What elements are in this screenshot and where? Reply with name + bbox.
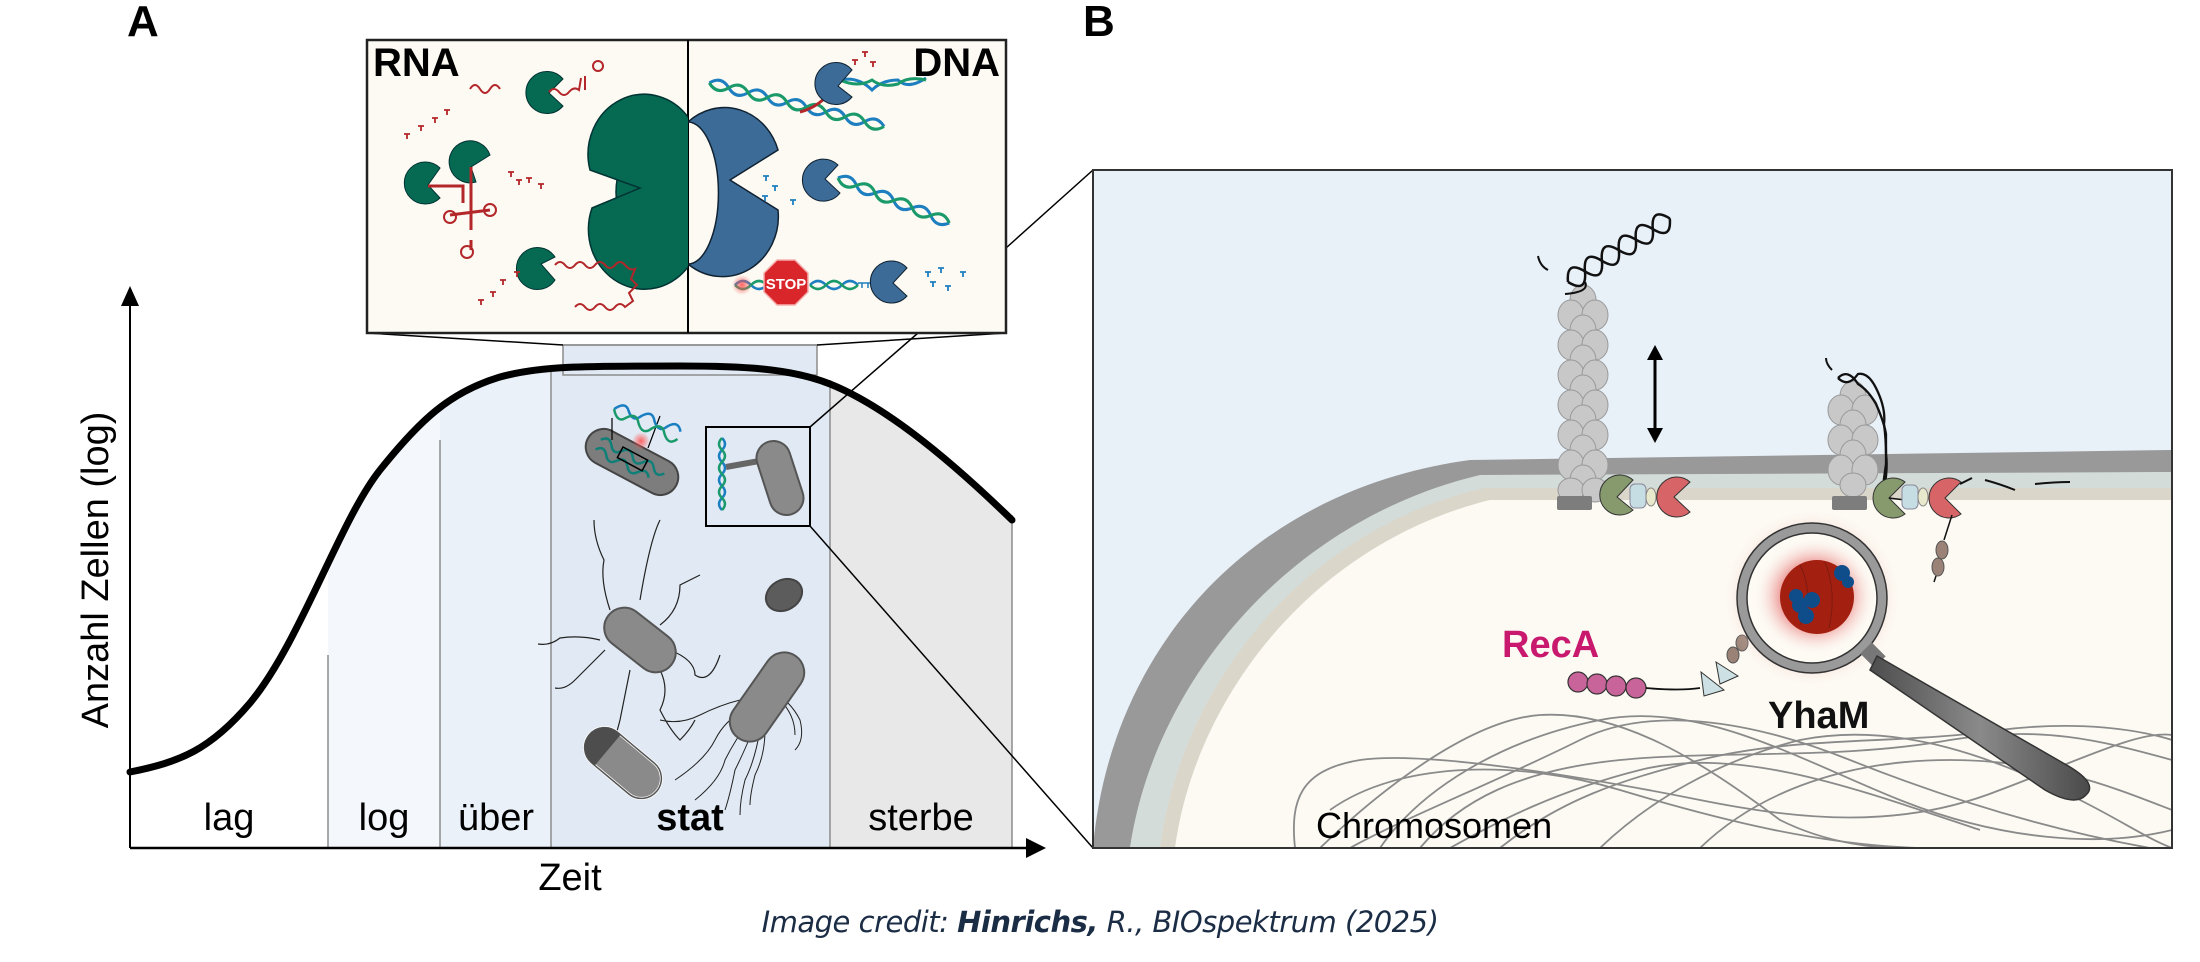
dormant-bacterium-icon: [583, 726, 663, 800]
reca-label: RecA: [1502, 624, 1599, 666]
dnase-small-icon: [814, 62, 853, 105]
x-axis-arrowhead: [1026, 838, 1046, 858]
panel-b-letter: B: [1083, 0, 1115, 46]
zoom-funnel-lines: [366, 169, 1094, 849]
stop-sign-icon: [763, 259, 809, 306]
phase-band-uber: [440, 370, 551, 848]
stat-phase-bacteria: [537, 404, 811, 816]
rnase-small-icon: [525, 71, 564, 114]
y-axis-label: Anzahl Zellen (log): [75, 412, 117, 729]
growth-curve-chart: Anzahl Zellen (log) Zeit lag log über st…: [75, 250, 1046, 899]
magnifying-glass-icon: [1722, 508, 2091, 801]
x-axis-label: Zeit: [538, 857, 602, 899]
nuclease-inset: STOP RNA DNA: [365, 38, 1008, 335]
y-axis-arrowhead: [121, 286, 139, 306]
dna-title: DNA: [913, 41, 1000, 85]
rna-side: [403, 60, 688, 311]
credit-suffix: R., BIOspektrum (2025): [1097, 905, 1439, 939]
growth-curve-line: [126, 362, 1016, 776]
image-credit: Image credit: Hinrichs, R., BIOspektrum …: [0, 905, 2200, 939]
dead-cell-icon: [764, 577, 804, 613]
dna-side: STOP: [688, 51, 966, 306]
pilus-retracted-icon: [1825, 357, 1888, 510]
bacterium-body: [603, 606, 677, 674]
phase-label-lag: lag: [204, 797, 255, 839]
dnase-large-icon: [688, 106, 780, 278]
yham-label: YhaM: [1768, 695, 1869, 737]
credit-prefix: Image credit:: [761, 905, 958, 939]
flagellated-bacterium-icon: [537, 519, 721, 751]
pilus-motor-right: [1872, 477, 2071, 583]
chromosome-label: Chromosomen: [1316, 805, 1552, 846]
bacterium-body-2: [728, 651, 806, 743]
phase-label-uber: über: [458, 797, 534, 839]
retraction-arrow-icon: [1647, 345, 1663, 443]
rna-title: RNA: [373, 41, 460, 85]
stop-sign-text: STOP: [766, 276, 807, 293]
panel-b-frame: [1092, 169, 2173, 849]
phase-label-stat: stat: [656, 797, 724, 839]
rna-nucleotides: [404, 109, 544, 305]
phase-dividers: [327, 372, 1013, 848]
panel-a-letter: A: [127, 0, 159, 46]
credit-author: Hinrichs,: [957, 905, 1098, 939]
dna-nucleotides: [762, 175, 966, 291]
phase-label-sterbe: sterbe: [868, 797, 974, 839]
pilus-motor-left: [1599, 474, 1691, 518]
curve-mask: [130, 250, 1012, 768]
bacterium-dna-uptake-icon: [717, 437, 805, 516]
pilus-extended-icon: [1537, 213, 1672, 510]
panel-b-cell-diagram: RecA YhaM Chromosomen: [1092, 169, 2173, 849]
phase-label-log: log: [359, 797, 410, 839]
